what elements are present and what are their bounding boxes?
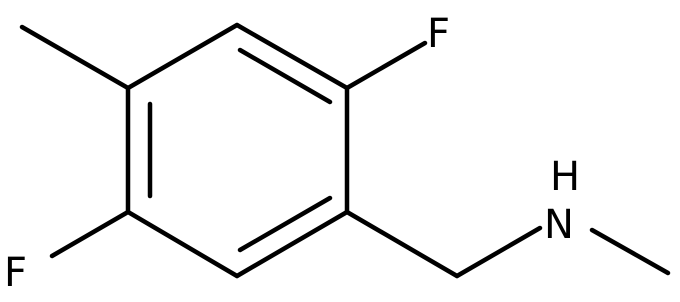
ring-double-bond-inner-c1-c2: [237, 47, 333, 105]
ring-bond-c4-c5: [125, 209, 240, 279]
nitrogen-methyl-bond: [589, 227, 671, 276]
amine-hydrogen-label: H: [550, 154, 580, 200]
fluorine-bottom-label: F: [4, 250, 27, 296]
fluorine-top-bond: [344, 40, 428, 91]
ring-bond-c3-c4: [234, 209, 350, 279]
benzene-ring: [125, 22, 350, 279]
methyl-bond: [19, 24, 131, 91]
fluorine-top-label: F: [427, 11, 450, 57]
ring-bond-c1-c2: [234, 22, 350, 91]
ch2-nitrogen-bond: [454, 225, 543, 279]
fluorine-bottom-bond: [49, 209, 131, 259]
benzyl-ch2-bond: [344, 209, 460, 279]
ring-bond-c6-c1: [125, 22, 240, 91]
nitrogen-label: N: [544, 202, 574, 248]
ring-double-bond-inner-c3-c4: [237, 195, 333, 253]
